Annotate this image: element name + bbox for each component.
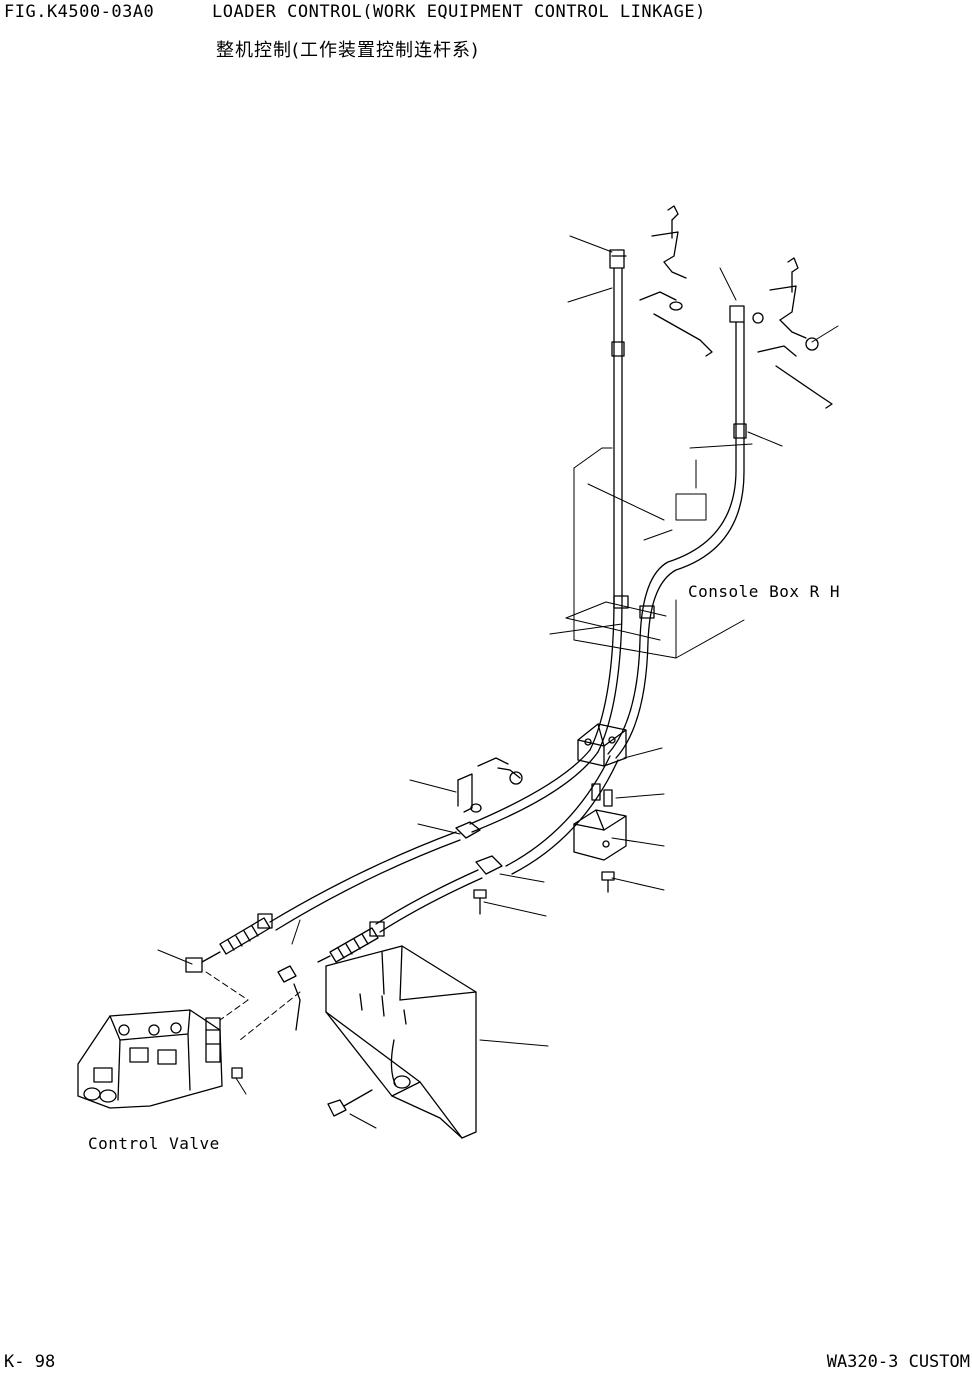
- cable-clamp-block: [578, 724, 626, 766]
- model-designation: WA320-3 CUSTOM: [826, 1352, 970, 1372]
- spacers: [592, 784, 612, 806]
- rod-end-joints: [186, 952, 300, 1030]
- leader-lines: [158, 236, 838, 1128]
- left-work-lever: [640, 206, 712, 356]
- figure-title-chinese: 整机控制(工作装置控制连杆系): [216, 40, 480, 61]
- console-floor-clamps: [614, 596, 654, 618]
- phantom-lines: [206, 972, 300, 1040]
- mounting-bracket: [574, 810, 626, 860]
- threaded-cable-ends: [220, 914, 384, 962]
- control-valve: [78, 1010, 222, 1108]
- upper-cable-ends: [610, 250, 763, 438]
- right-work-lever: [758, 258, 832, 408]
- figure-number: FIG.K4500-03A0: [4, 2, 155, 22]
- lower-cable-runs: [270, 832, 482, 932]
- page-number: K- 98: [4, 1352, 56, 1372]
- bolts: [232, 872, 614, 1116]
- figure-title-english: LOADER CONTROL(WORK EQUIPMENT CONTROL LI…: [212, 2, 706, 22]
- console-box-outline: [566, 444, 752, 658]
- control-valve-label: Control Valve: [88, 1134, 220, 1153]
- left-control-cable: [470, 268, 622, 832]
- protective-cover: [326, 946, 476, 1138]
- console-box-label: Console Box R H: [688, 582, 840, 601]
- lower-cable-clamps: [456, 822, 502, 874]
- cable-clip-bracket: [458, 758, 522, 812]
